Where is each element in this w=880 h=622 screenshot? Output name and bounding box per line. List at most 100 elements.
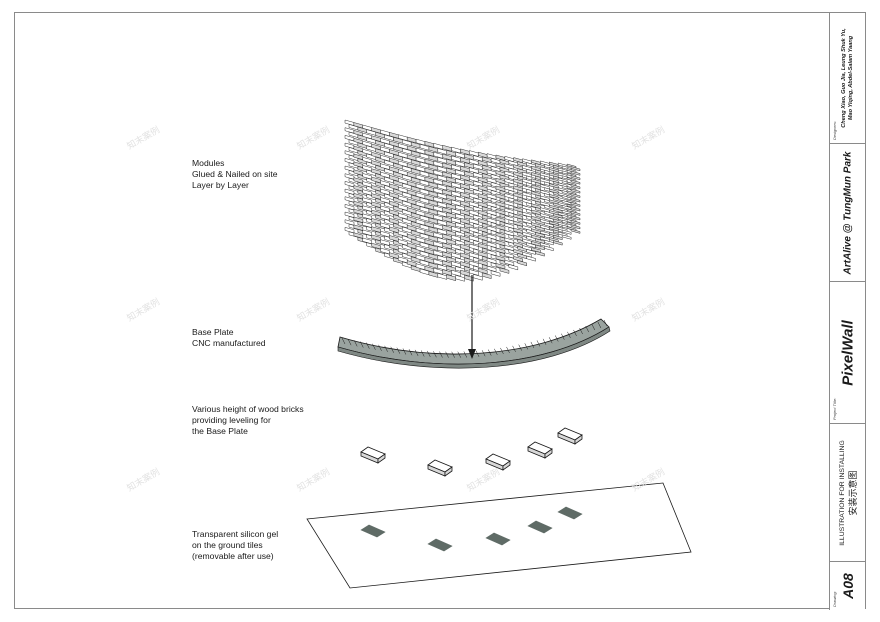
wood-brick-end xyxy=(544,448,553,459)
module-brick xyxy=(428,172,439,180)
designers-caption: Designers: xyxy=(832,120,837,140)
label-line: (removable after use) xyxy=(192,551,274,561)
plate-serration xyxy=(567,331,571,338)
module-brick xyxy=(451,155,461,163)
label-line: providing leveling for xyxy=(192,415,271,425)
module-brick xyxy=(424,239,435,246)
plate-serration xyxy=(451,351,455,358)
module-brick xyxy=(561,229,572,235)
module-brick xyxy=(570,202,581,207)
module-brick xyxy=(486,265,497,273)
wood-bricks xyxy=(360,427,583,477)
plate-serration xyxy=(579,327,583,335)
module-brick xyxy=(424,194,435,202)
module-brick xyxy=(469,235,479,242)
module-brick xyxy=(460,209,470,216)
plate-serration xyxy=(408,349,413,356)
module-brick xyxy=(419,143,430,151)
module-brick xyxy=(490,270,501,277)
module-brick xyxy=(477,267,488,275)
module-brick xyxy=(469,226,479,234)
module-brick xyxy=(508,264,519,271)
module-brick xyxy=(553,234,563,241)
module-brick xyxy=(455,160,465,168)
module-brick xyxy=(415,156,426,164)
module-brick xyxy=(451,261,461,268)
drawing-title: ILLUSTRATION FOR INSTALLING 安装示意图 xyxy=(838,440,858,546)
module-brick xyxy=(570,170,581,176)
module-brick xyxy=(451,208,461,215)
module-brick xyxy=(570,210,581,216)
module-brick xyxy=(495,224,506,231)
plate-serration xyxy=(384,345,388,352)
module-brick xyxy=(469,167,479,174)
module-brick xyxy=(486,169,497,176)
plate-serration xyxy=(597,321,602,329)
plate-serration xyxy=(500,347,504,355)
label-line: Various height of wood bricks xyxy=(192,404,304,414)
label-line: Layer by Layer xyxy=(192,180,249,190)
module-brick xyxy=(477,160,488,167)
plate-serration xyxy=(390,346,394,353)
module-brick xyxy=(433,250,444,257)
title-block-drawing-number: Drawing: A08 xyxy=(829,562,865,610)
module-brick xyxy=(442,215,452,223)
base-plate xyxy=(337,318,611,369)
module-brick xyxy=(428,253,439,260)
module-brick xyxy=(428,146,439,153)
module-brick xyxy=(451,252,461,259)
module-brick xyxy=(415,147,426,155)
module-brick xyxy=(433,223,444,230)
module-brick xyxy=(570,219,581,225)
module-brick xyxy=(477,209,488,217)
plate-serration xyxy=(457,351,461,358)
module-brick xyxy=(442,251,452,259)
title-block-project-title: Project Title: PixelWall xyxy=(829,282,865,424)
module-brick xyxy=(437,157,448,164)
module-brick xyxy=(477,226,488,233)
module-brick xyxy=(437,228,448,236)
module-brick xyxy=(446,167,456,175)
module-brick xyxy=(446,158,456,166)
module-brick xyxy=(486,241,497,248)
module-brick xyxy=(437,192,448,200)
module-brick xyxy=(451,269,461,277)
installation-drawing xyxy=(306,119,692,589)
module-brick xyxy=(469,218,479,225)
module-brick xyxy=(451,181,461,189)
module-brick xyxy=(437,210,448,218)
plate-serration xyxy=(402,348,407,355)
module-brick xyxy=(570,228,581,234)
module-brick xyxy=(544,239,554,246)
designers-line: Mao Yiqing, Abdel-Salam Yaang xyxy=(847,35,854,121)
module-brick xyxy=(460,243,470,251)
module-brick xyxy=(570,166,581,172)
module-brick xyxy=(464,153,474,161)
module-brick xyxy=(451,199,461,207)
module-brick xyxy=(535,244,545,251)
drawing-title-cn: 安装示意图 xyxy=(847,470,858,516)
module-brick xyxy=(495,263,506,270)
module-brick xyxy=(451,234,461,242)
plate-serration xyxy=(488,349,492,356)
module-brick xyxy=(455,151,465,159)
plate-serration xyxy=(463,351,468,358)
module-brick xyxy=(442,242,452,250)
module-brick xyxy=(437,174,448,182)
module-brick xyxy=(451,225,461,233)
plate-serration xyxy=(512,345,516,352)
module-brick xyxy=(477,234,488,242)
module-brick xyxy=(433,143,444,150)
module-brick xyxy=(570,197,581,203)
plate-serration xyxy=(530,341,535,349)
module-brick xyxy=(460,183,470,190)
base-plate-edge xyxy=(337,326,611,369)
plate-serration xyxy=(353,340,358,347)
module-brick xyxy=(442,162,452,170)
module-brick xyxy=(428,155,439,162)
wood-brick-end xyxy=(444,466,453,477)
module-brick xyxy=(455,274,465,282)
module-brick xyxy=(451,217,461,224)
module-brick xyxy=(469,175,479,183)
module-brick xyxy=(442,153,452,161)
